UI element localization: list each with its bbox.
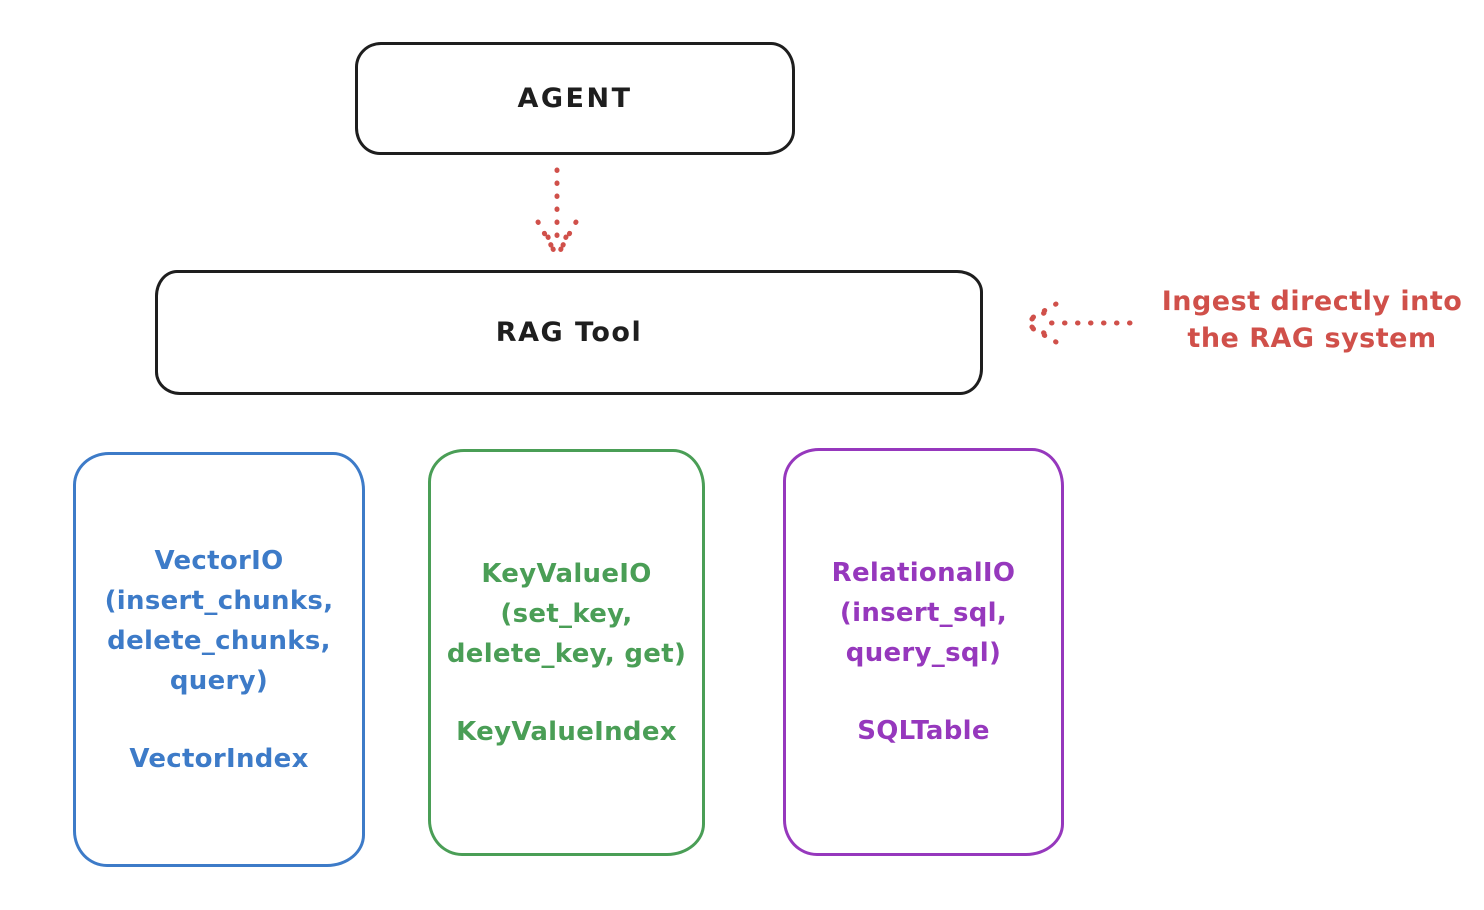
vector-io-node: VectorIO (insert_chunks, delete_chunks, … [73,452,365,867]
key-value-io-line: delete_key, get) [446,638,687,669]
key-value-io-index-label: KeyValueIndex [456,716,677,747]
vector-io-index-label: VectorIndex [129,743,309,774]
vector-io-line: VectorIO [154,545,284,576]
relational-io-line: query_sql) [845,638,1002,668]
vector-io-line: delete_chunks, [107,625,331,656]
vector-io-line: query) [169,665,269,696]
ingest-annotation-line-2: the RAG system [1187,323,1437,354]
key-value-io-line: (set_key, [500,598,633,629]
ingest-annotation-line-1: Ingest directly into [1161,286,1463,317]
relational-io-index-label: SQLTable [857,716,990,746]
arrow-agent-to-rag-tool-icon [535,167,579,259]
key-value-io-line: KeyValueIO [481,558,652,589]
rag-tool-node-label: RAG Tool [495,317,643,348]
agent-node-label: AGENT [517,83,633,114]
vector-io-line: (insert_chunks, [104,585,334,616]
relational-io-line: (insert_sql, [839,598,1008,628]
arrow-ingest-into-rag-tool-icon [1022,301,1133,345]
key-value-io-node: KeyValueIO (set_key, delete_key, get) Ke… [428,449,705,856]
rag-tool-node: RAG Tool [155,270,983,395]
relational-io-line: RelationalIO [831,558,1016,588]
agent-node: AGENT [355,42,795,155]
relational-io-node: RelationalIO (insert_sql, query_sql) SQL… [783,448,1064,856]
ingest-annotation: Ingest directly into the RAG system [1140,283,1484,357]
